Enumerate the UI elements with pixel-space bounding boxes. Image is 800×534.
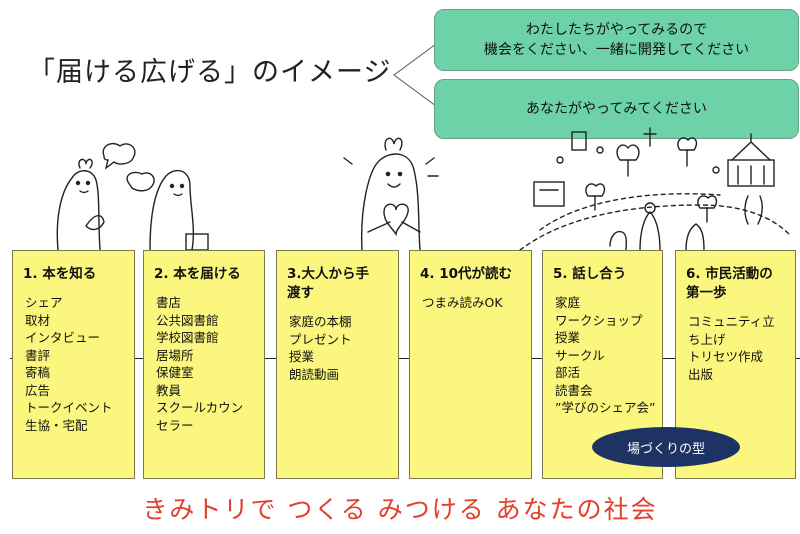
card-heading: 6. 市民活動の 第一歩	[686, 266, 773, 301]
card-item-list: 家庭の本棚 プレゼント 授業 朗読動画	[287, 313, 390, 383]
thought-bubble-icon	[126, 171, 155, 192]
bubble-text-line1: わたしたちがやってみるので	[525, 22, 708, 38]
list-item: 広告	[25, 382, 51, 398]
list-item: 書評	[25, 347, 51, 363]
card-heading: 1. 本を知る	[23, 266, 97, 282]
card-item-list: シェア 取材 インタビュー 書評 寄稿 広告 トークイベント 生協・宅配	[23, 294, 126, 434]
person-talking-illustration	[149, 169, 209, 251]
list-item: つまみ読みOK	[422, 295, 503, 310]
list-item: ち上げ	[688, 331, 726, 347]
list-item: 書店	[156, 295, 182, 310]
card-item-list: 書店 公共図書館 学校図書館 居場所 保健室 教員 スクールカウン セラー	[154, 294, 256, 434]
place-making-badge: 場づくりの型	[592, 427, 740, 467]
card-item-list: つまみ読みOK	[420, 294, 523, 312]
step-card-3: 3.大人から手 渡す 家庭の本棚 プレゼント 授業 朗読動画	[276, 250, 399, 479]
thought-bubble-icon	[102, 142, 136, 170]
list-item: 学校図書館	[156, 330, 219, 345]
list-item: 教員	[156, 382, 182, 398]
list-item: 保健室	[156, 365, 194, 380]
bubble-text: あなたがやってみてください	[526, 101, 707, 117]
person-with-heart-illustration	[343, 137, 439, 251]
list-item: 家庭の本棚	[289, 314, 352, 329]
list-item: 家庭	[555, 295, 581, 310]
list-item: 部活	[555, 365, 581, 380]
list-item: トークイベント	[25, 400, 113, 415]
list-item: コミュニティ立	[688, 314, 775, 329]
bubble-text-line2: 機会をください、一緒に開発してください	[483, 42, 750, 58]
step-card-4: 4. 10代が読む つまみ読みOK	[409, 250, 532, 479]
list-item: ワークショップ	[555, 312, 643, 328]
person-thinking-illustration	[56, 158, 105, 251]
list-item: プレゼント	[289, 331, 352, 347]
list-item: 朗読動画	[289, 366, 340, 382]
illustration-layer	[56, 127, 791, 251]
list-item: 取材	[25, 312, 51, 328]
bubble-connector	[393, 43, 437, 107]
list-item: 出版	[688, 366, 714, 382]
list-item: 居場所	[156, 347, 194, 363]
list-item: 授業	[555, 330, 581, 345]
card-heading: 3.大人から手 渡す	[287, 266, 370, 301]
list-item: トリセツ作成	[688, 349, 764, 364]
timeline-line	[10, 358, 800, 359]
step-card-1: 1. 本を知る シェア 取材 インタビュー 書評 寄稿 広告 トークイベント 生…	[12, 250, 135, 479]
list-item: 授業	[289, 349, 315, 364]
card-item-list: 家庭 ワークショップ 授業 サークル 部活 読書会 ”学びのシェア会”	[553, 294, 656, 417]
card-item-list: コミュニティ立 ち上げ トリセツ作成 出版	[686, 313, 787, 383]
footer-tagline: きみトリで つくる みつける あなたの社会	[142, 495, 658, 524]
list-item: スクールカウン	[156, 400, 244, 415]
list-item: 生協・宅配	[25, 417, 88, 433]
step-card-2: 2. 本を届ける 書店 公共図書館 学校図書館 居場所 保健室 教員 スクールカ…	[143, 250, 265, 479]
list-item: シェア	[25, 295, 63, 310]
list-item: セラー	[156, 417, 194, 433]
list-item: インタビュー	[25, 330, 101, 345]
list-item: 読書会	[555, 382, 593, 398]
list-item: 公共図書館	[156, 312, 219, 328]
speech-bubble-invitation: あなたがやってみてください	[434, 79, 799, 139]
card-heading: 2. 本を届ける	[154, 266, 241, 282]
list-item: 寄稿	[25, 365, 51, 380]
community-town-illustration	[519, 127, 791, 251]
page-title: 「届ける広げる」のイメージ	[28, 57, 392, 88]
list-item: ”学びのシェア会”	[555, 400, 656, 415]
speech-bubble-request: わたしたちがやってみるので 機会をください、一緒に開発してください	[434, 9, 799, 71]
list-item: サークル	[555, 347, 605, 363]
card-heading: 5. 話し合う	[553, 266, 627, 282]
card-heading: 4. 10代が読む	[420, 266, 513, 282]
